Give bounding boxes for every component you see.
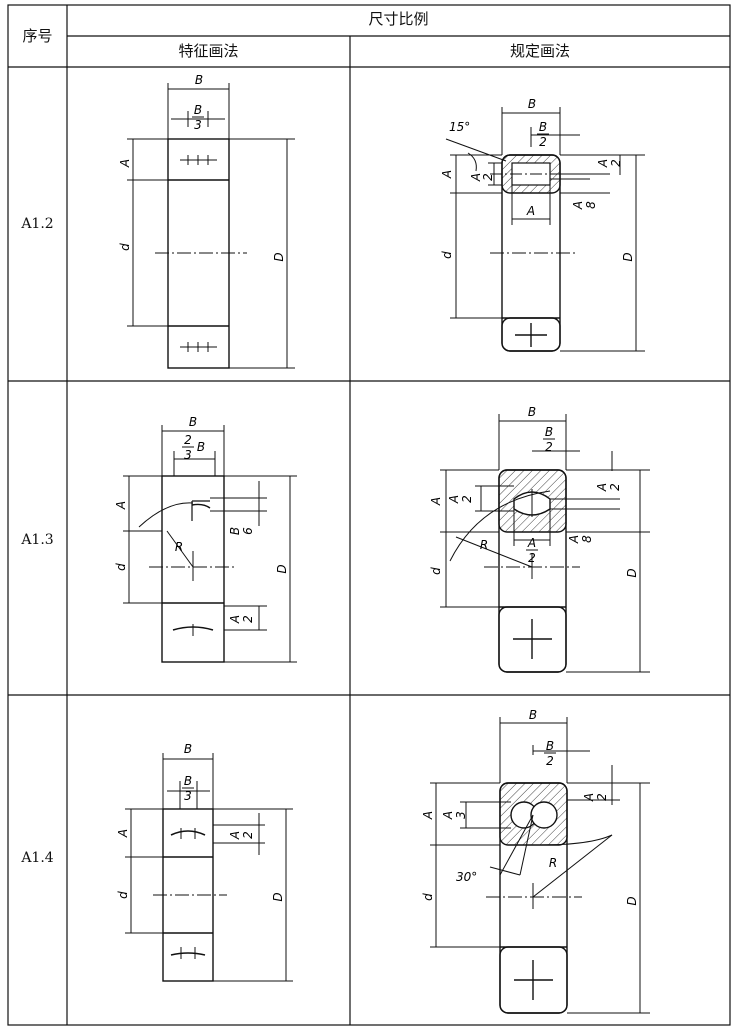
dim-d: d: [114, 563, 128, 571]
dim-a8-den: 8: [580, 535, 594, 543]
dim-b: B: [528, 97, 536, 111]
dim-a2-num: A: [228, 615, 242, 624]
dim-frac-suffix: B: [197, 440, 205, 454]
dim-a2-den: 2: [241, 831, 255, 839]
dim-a: A: [440, 170, 454, 179]
dim-b: B: [184, 742, 192, 756]
dim-d: d: [429, 567, 443, 575]
dim-b: B: [529, 708, 537, 722]
dim-a2-right-den: 2: [609, 159, 623, 167]
row-label-a1-4: A1.4: [21, 850, 54, 866]
dim-d: d: [421, 893, 435, 901]
dim-a2-right-den: 2: [608, 483, 622, 491]
dim-a3-den: 3: [454, 811, 468, 819]
header-characteristic: 特征画法: [178, 42, 239, 60]
drawing-a1-2-characteristic: B B 3 A d D: [118, 73, 295, 369]
dim-d: d: [118, 243, 132, 251]
drawing-a1-3-prescribed: B B 2 A A 2 A 2 R A 2 A 8 d D: [429, 405, 650, 673]
dim-b: B: [189, 415, 197, 429]
dim-a2-right-num: A: [595, 483, 609, 492]
dim-frac-num: B: [194, 103, 202, 117]
dim-a2-right-num: A: [596, 159, 610, 168]
dim-D: D: [275, 564, 289, 573]
dim-a-mid: A: [526, 204, 535, 218]
dim-frac-den: 3: [194, 118, 202, 132]
dim-a: A: [118, 159, 132, 168]
dim-a2-mid-den: 2: [528, 551, 536, 565]
dim-d: d: [116, 891, 130, 899]
dim-frac-num: B: [184, 774, 192, 788]
dim-r: R: [480, 538, 488, 552]
dim-a: A: [116, 829, 130, 838]
header-size-ratio: 尺寸比例: [368, 10, 429, 28]
dim-a2-num: A: [582, 793, 596, 802]
dim-b2-den: 2: [539, 135, 547, 149]
dim-a2-den: 2: [241, 615, 255, 623]
dim-a: A: [429, 497, 443, 506]
dim-frac-den: 3: [184, 789, 192, 803]
drawing-a1-4-characteristic: B B 3 A A 2 d D: [116, 742, 293, 982]
dim-15deg: 15°: [449, 120, 470, 134]
dim-a: A: [421, 811, 435, 820]
drawing-a1-4-prescribed: B B 2 A A 3 A 2 30° R d D: [421, 708, 650, 1014]
drawing-a1-2-prescribed: 15° B B 2 A A 2 A 2 A A 8 d D: [440, 97, 645, 352]
dim-D: D: [271, 892, 285, 901]
dim-D: D: [625, 568, 639, 577]
dim-a2-left-num: A: [469, 173, 483, 182]
dim-b2-den: 2: [546, 754, 554, 768]
dim-b: B: [528, 405, 536, 419]
dim-a8-num: A: [571, 201, 585, 210]
dim-a2-den: 2: [595, 793, 609, 801]
dim-a2-left-den: 2: [460, 495, 474, 503]
dim-a2-num: A: [228, 831, 242, 840]
dim-30deg: 30°: [456, 870, 477, 884]
dim-a8-den: 8: [584, 201, 598, 209]
dim-b2-num: B: [545, 425, 553, 439]
header-index: 序号: [22, 27, 53, 45]
dim-r: R: [549, 856, 557, 870]
dim-a: A: [114, 501, 128, 510]
dim-D: D: [625, 896, 639, 905]
dim-b: B: [195, 73, 203, 87]
dim-D: D: [272, 252, 286, 261]
dim-d: d: [440, 251, 454, 259]
header-prescribed: 规定画法: [509, 42, 570, 60]
dim-b2-num: B: [546, 739, 554, 753]
dim-a8-num: A: [567, 535, 581, 544]
dim-a2-left-den: 2: [481, 173, 495, 181]
dim-frac-den: 3: [184, 448, 192, 462]
dim-b6-num: B: [228, 527, 242, 535]
dim-b2-num: B: [539, 120, 547, 134]
row-label-a1-2: A1.2: [21, 216, 54, 232]
dim-D: D: [621, 252, 635, 261]
dim-a2-mid-num: A: [527, 536, 536, 550]
dim-r: R: [175, 540, 183, 554]
dim-frac-num: 2: [184, 433, 192, 447]
dim-a3-num: A: [441, 811, 455, 820]
dim-a2-left-num: A: [447, 495, 461, 504]
dim-b6-den: 6: [241, 527, 255, 535]
drawing-a1-3-characteristic: B 2 3 B A R B 6 d D A 2: [114, 415, 297, 663]
dim-b2-den: 2: [545, 440, 553, 454]
row-label-a1-3: A1.3: [21, 532, 54, 548]
